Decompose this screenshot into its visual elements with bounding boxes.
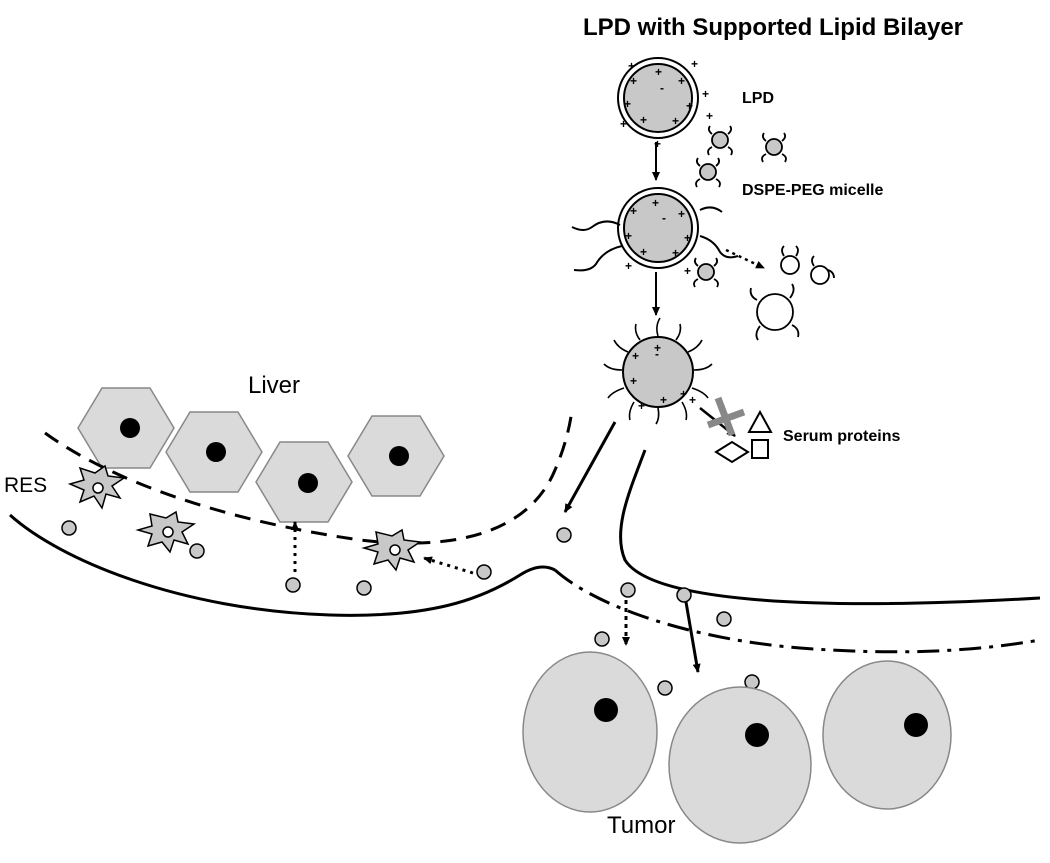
svg-text:+: + xyxy=(702,87,709,101)
svg-text:+: + xyxy=(672,246,679,260)
serum-label: Serum proteins xyxy=(783,428,900,445)
vessel-right-wall xyxy=(619,449,1041,606)
svg-text:+: + xyxy=(638,399,645,413)
vessel-lower-wall xyxy=(8,513,556,617)
micelle-icon xyxy=(695,125,787,188)
serum-protein-shapes xyxy=(714,409,773,464)
tumor-vessel-wall xyxy=(554,568,1041,654)
micelle-label: DSPE-PEG micelle xyxy=(742,182,883,199)
svg-text:+: + xyxy=(684,231,691,245)
svg-text:-: - xyxy=(662,211,666,225)
svg-text:+: + xyxy=(678,207,685,221)
svg-text:+: + xyxy=(654,137,661,151)
svg-text:+: + xyxy=(680,387,687,401)
svg-text:+: + xyxy=(678,74,685,88)
tumor-cells xyxy=(522,651,952,844)
svg-text:+: + xyxy=(686,99,693,113)
res-star-icon xyxy=(67,464,423,572)
svg-text:+: + xyxy=(620,117,627,131)
svg-text:+: + xyxy=(630,74,637,88)
svg-text:+: + xyxy=(660,393,667,407)
liver-label: Liver xyxy=(248,372,300,399)
svg-text:+: + xyxy=(628,59,635,73)
tumor-nuclei xyxy=(594,698,928,747)
svg-text:-: - xyxy=(660,81,664,95)
dotted-arrow-micelle xyxy=(725,248,765,270)
svg-text:+: + xyxy=(640,245,647,259)
svg-text:+: + xyxy=(684,264,691,278)
svg-text:+: + xyxy=(652,196,659,210)
micelle-icon-2 xyxy=(693,257,719,288)
pegylated-lpd-particle: ++ ++ +- ++ xyxy=(603,317,713,425)
lpd-particle-1: ++ ++ ++ +- ++ ++ ++ xyxy=(617,57,713,151)
arrow-to-vessel xyxy=(563,421,617,513)
svg-text:+: + xyxy=(630,374,637,388)
svg-text:-: - xyxy=(655,347,659,361)
svg-text:+: + xyxy=(624,97,631,111)
lpd-label: LPD xyxy=(742,90,774,107)
svg-text:+: + xyxy=(706,109,713,123)
svg-text:+: + xyxy=(655,65,662,79)
empty-micelle-icon xyxy=(749,245,835,341)
svg-text:+: + xyxy=(640,113,647,127)
diagram-title: LPD with Supported Lipid Bilayer xyxy=(583,14,963,41)
lpd-particle-2: ++ ++ ++ +- ++ xyxy=(571,187,739,278)
tumor-label: Tumor xyxy=(607,812,675,839)
svg-text:+: + xyxy=(625,229,632,243)
res-label: RES xyxy=(4,474,47,497)
serum-block-icon xyxy=(699,396,746,437)
svg-text:+: + xyxy=(672,114,679,128)
svg-text:+: + xyxy=(632,349,639,363)
liver-nuclei xyxy=(120,418,409,493)
liver-vessel-wall xyxy=(44,409,574,545)
svg-text:+: + xyxy=(625,259,632,273)
dotted-arrow-to-res xyxy=(423,556,474,575)
arrow-to-tumor-2 xyxy=(684,601,701,673)
svg-text:+: + xyxy=(654,341,661,355)
svg-text:+: + xyxy=(630,204,637,218)
svg-text:+: + xyxy=(691,57,698,71)
svg-text:+: + xyxy=(689,393,696,407)
nanoparticle-dots xyxy=(61,520,760,696)
